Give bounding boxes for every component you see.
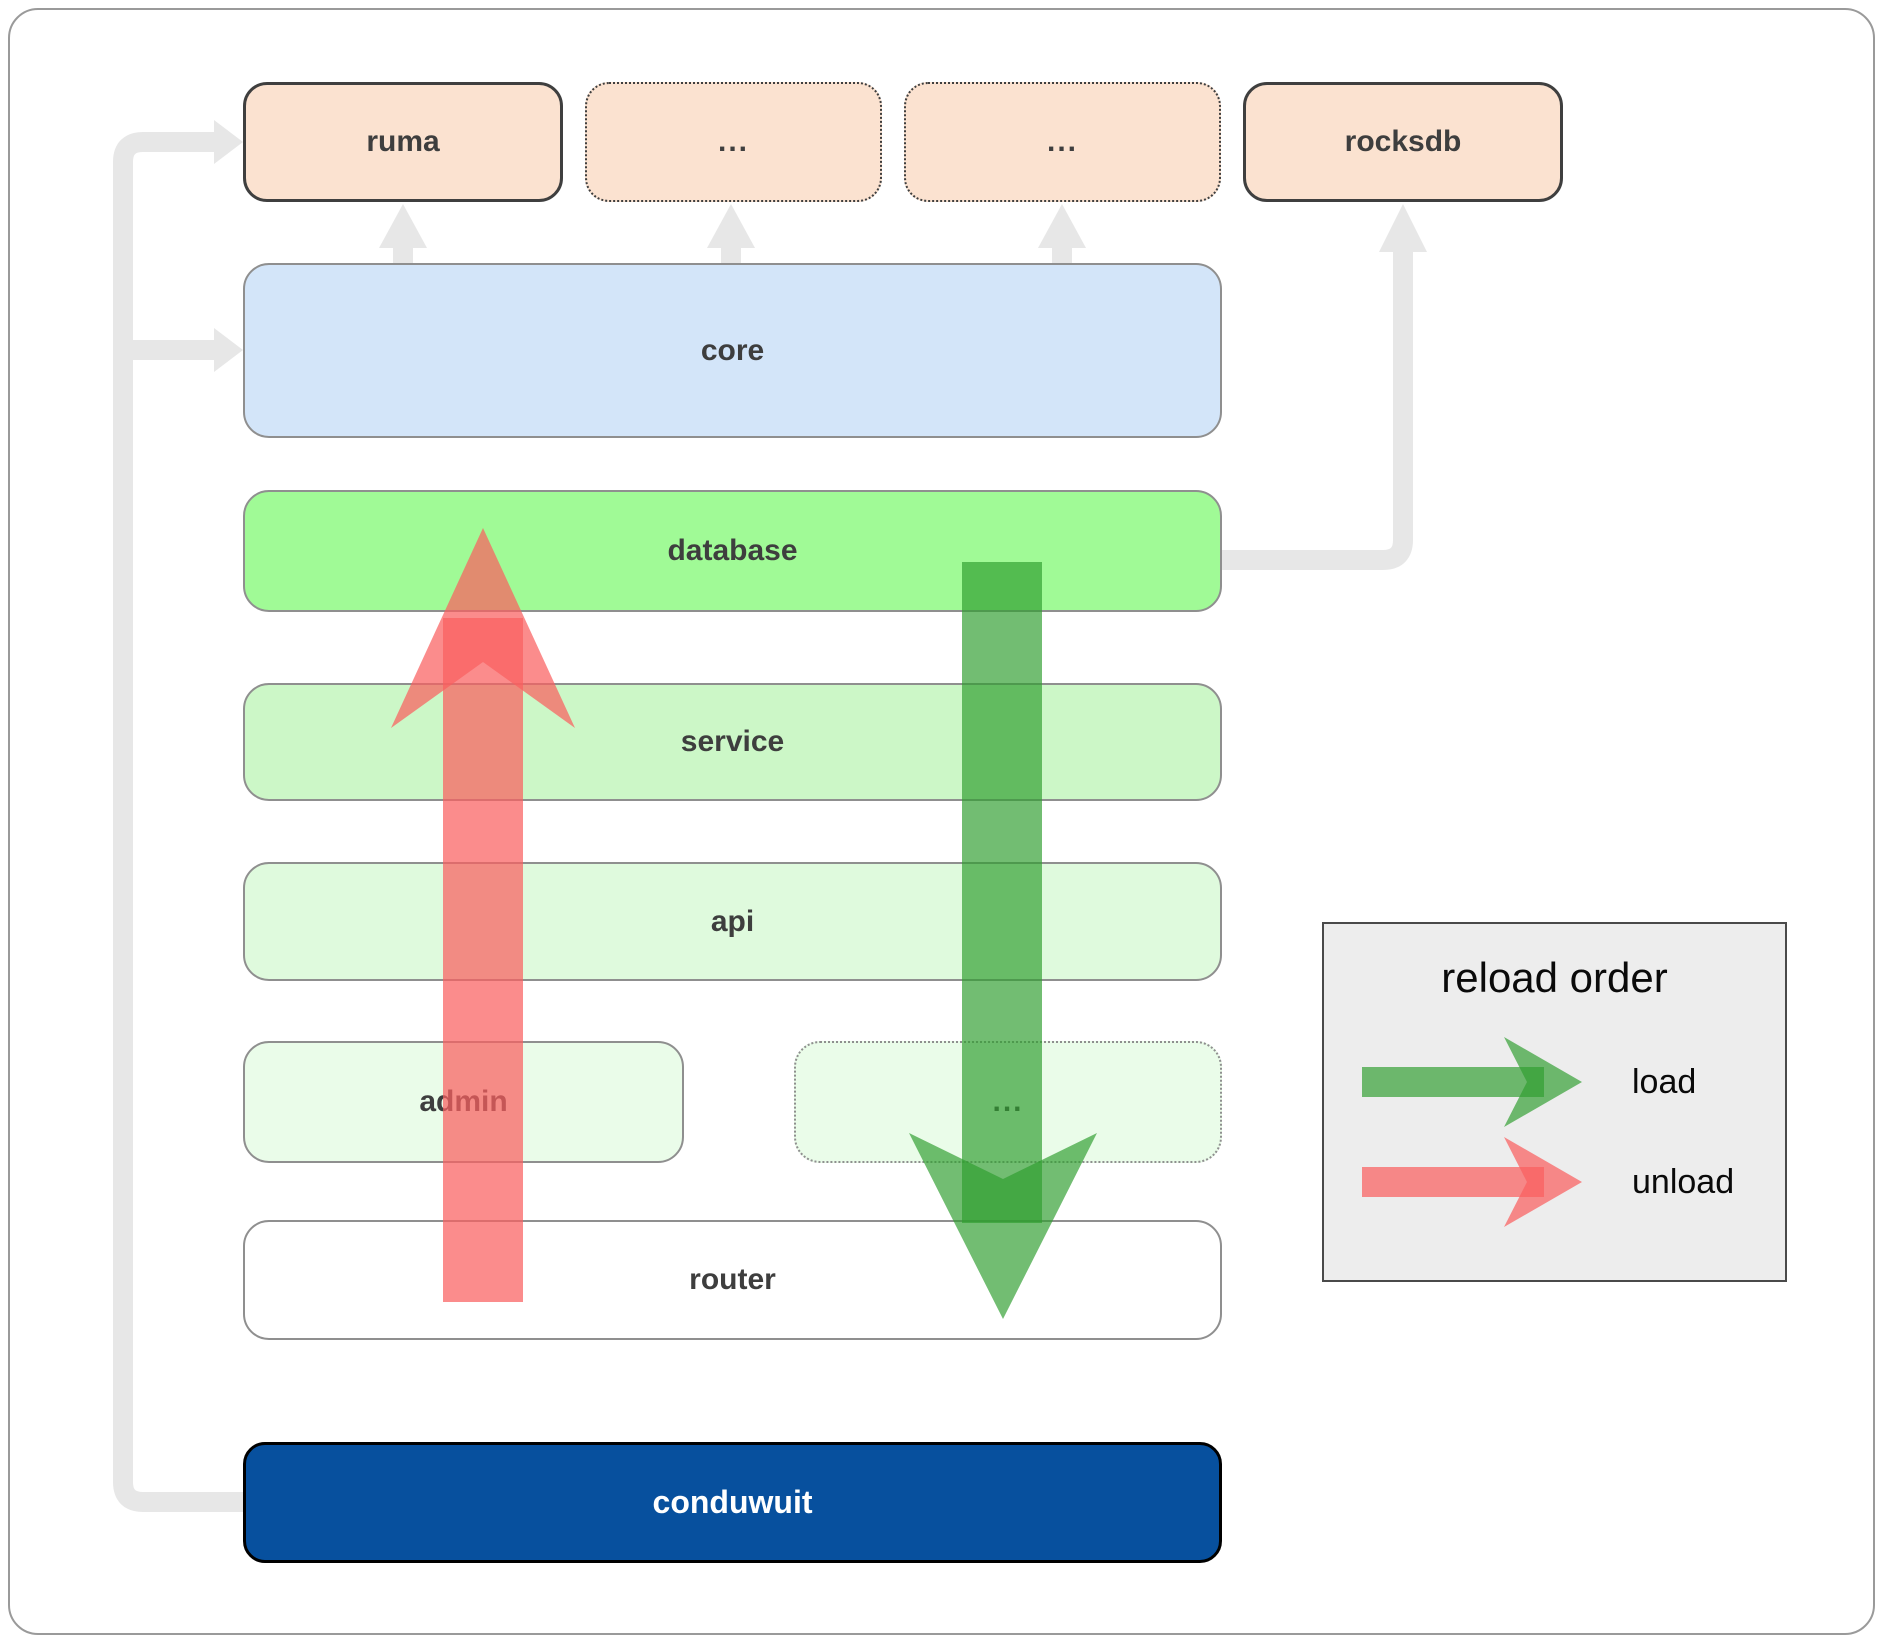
core-to-ellipsis2-shaft [1052,246,1072,264]
legend-item-load: load [1360,1032,1760,1132]
core-to-ellipsis1-shaft [721,246,741,264]
arrow-up-into-ellipsis2-icon [1038,204,1086,248]
load-arrow-right-icon [1362,1037,1582,1127]
node-rocksdb: rocksdb [1243,82,1563,202]
node-label: ... [1046,125,1078,158]
arrow-right-into-core-icon [214,328,243,372]
node-label: router [689,1263,776,1296]
node-label: admin [419,1085,508,1118]
legend-label-unload: unload [1632,1162,1735,1201]
arrow-up-into-ellipsis1-icon [707,204,755,248]
node-service: service [243,683,1222,801]
node-label: ruma [366,125,440,158]
node-label: database [667,534,798,567]
unload-arrow-right-icon [1362,1137,1582,1227]
arrow-right-into-ruma-icon [214,120,243,164]
node-label: api [710,904,755,938]
node-router: router [243,1220,1222,1340]
reload-order-legend: reload order load unload [1322,922,1787,1282]
database-to-rocksdb-line [1222,250,1413,570]
node-ruma: ruma [243,82,563,202]
legend-label-load: load [1632,1062,1697,1101]
node-ellipsis-top-1: ... [585,82,882,202]
node-admin: admin [243,1041,684,1163]
node-label: ... [717,125,749,158]
conduwuit-to-ruma-line [113,132,243,1512]
node-label: service [680,725,785,758]
node-label: conduwuit [652,1484,813,1520]
core-to-ruma-shaft [393,246,413,264]
node-ellipsis-top-2: ... [904,82,1221,202]
node-conduwuit: conduwuit [243,1442,1222,1563]
node-label: core [700,333,765,367]
legend-title: reload order [1441,954,1668,1001]
node-label: rocksdb [1344,125,1462,158]
arrow-up-into-ruma-icon [379,204,427,248]
legend-item-unload: unload [1360,1132,1760,1232]
outer-frame [8,8,1875,1635]
node-database: database [243,490,1222,612]
node-core: core [243,263,1222,438]
node-ellipsis-admin-row: ... [794,1041,1222,1163]
node-api: api [243,862,1222,981]
node-label: ... [992,1085,1024,1118]
arrow-up-into-rocksdb-icon [1379,204,1427,252]
